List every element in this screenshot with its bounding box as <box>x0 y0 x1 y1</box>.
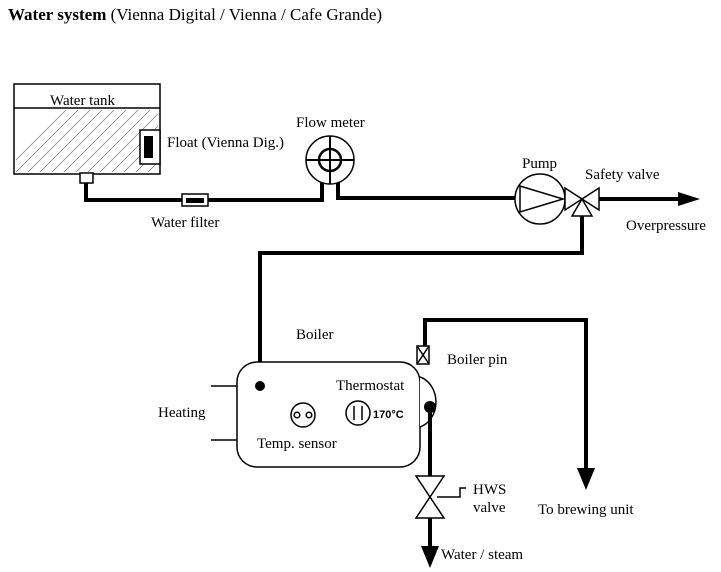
pump-label: Pump <box>522 156 557 172</box>
water-hatching <box>16 110 158 172</box>
float-indicator <box>144 136 153 158</box>
water-tank-label: Water tank <box>50 93 116 109</box>
brewing-unit-arrow <box>577 468 595 490</box>
pipe-flowmeter-to-pump <box>336 180 516 200</box>
temp-sensor <box>290 402 316 428</box>
flow-meter <box>305 135 355 185</box>
title-main: Water system <box>8 5 106 24</box>
thermostat-temp: 170°C <box>373 409 404 421</box>
hws-valve-label-line2: valve <box>473 500 506 516</box>
tank-outlet <box>79 172 94 184</box>
heating-element <box>211 385 237 441</box>
hws-valve <box>414 475 466 519</box>
to-brewing-unit-label: To brewing unit <box>538 502 634 518</box>
thermostat-label: Thermostat <box>336 378 405 394</box>
float-label: Float (Vienna Dig.) <box>167 135 284 151</box>
boiler-pin-label: Boiler pin <box>447 352 508 368</box>
pipe-to-brewing-unit <box>423 318 588 470</box>
hws-valve-label-line1: HWS <box>473 482 506 498</box>
water-filter-label: Water filter <box>151 215 219 231</box>
diagram-title: Water system (Vienna Digital / Vienna / … <box>8 5 382 24</box>
title-sub: (Vienna Digital / Vienna / Cafe Grande) <box>106 5 382 24</box>
safety-valve <box>564 186 600 217</box>
boiler-label: Boiler <box>296 327 334 343</box>
thermostat <box>345 400 371 426</box>
heating-label: Heating <box>158 405 206 421</box>
boiler-pin <box>416 345 430 365</box>
temp-sensor-label: Temp. sensor <box>257 436 337 452</box>
flow-meter-label: Flow meter <box>296 115 365 131</box>
water-steam-label: Water / steam <box>441 547 523 563</box>
water-steam-arrow <box>421 546 439 568</box>
overpressure-arrow <box>678 192 700 206</box>
overpressure-label: Overpressure <box>626 218 706 234</box>
pipe-safetyvalve-to-boiler <box>258 216 584 385</box>
water-filter <box>181 193 209 207</box>
pump <box>514 173 566 225</box>
water-tank: Water tank <box>13 83 161 175</box>
safety-valve-label: Safety valve <box>585 167 660 183</box>
